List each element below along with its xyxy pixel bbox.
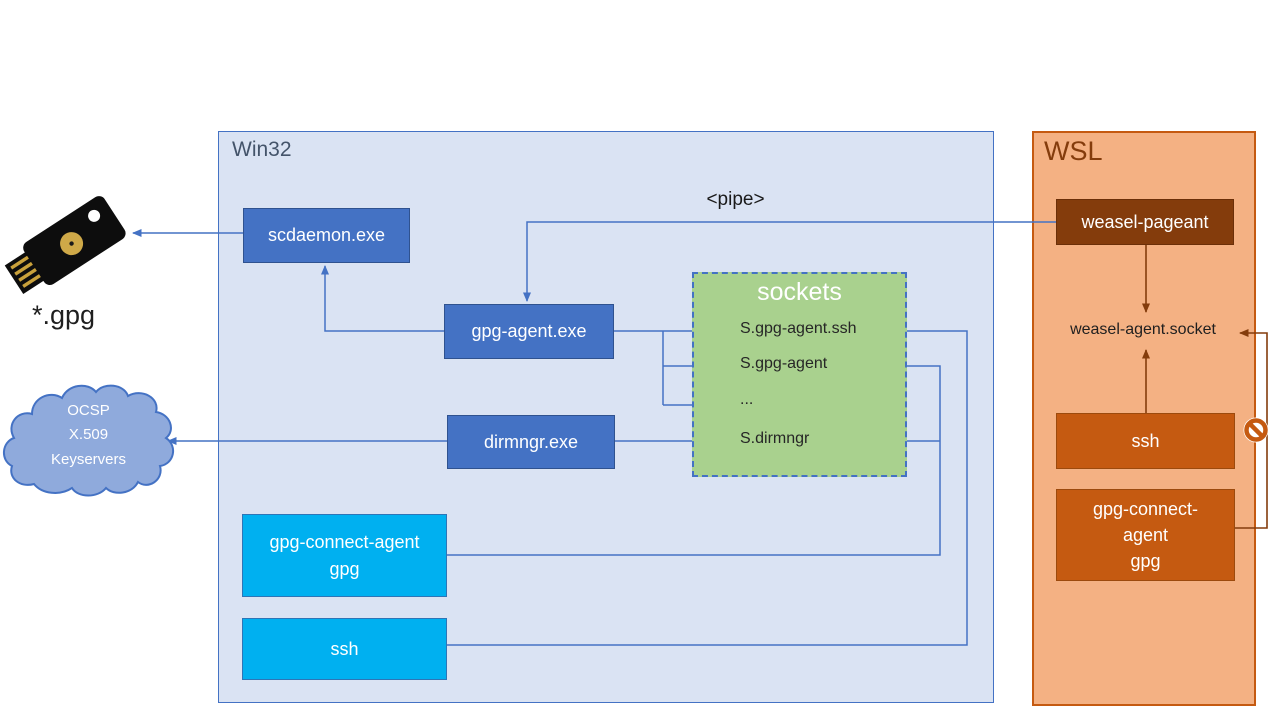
win32-gpg-connect-agent-label: gpg-connect-agent gpg (269, 529, 419, 581)
gpg-agent-label: gpg-agent.exe (471, 321, 587, 342)
gpg-connect-agent-line2: gpg (329, 558, 360, 579)
sockets-box (692, 272, 907, 477)
wsl-gpg-connect-line2: agent (1122, 524, 1169, 545)
weasel-agent-socket-label: weasel-agent.socket (1070, 321, 1216, 338)
wsl-region-label: WSL (1044, 136, 1103, 166)
gpg-connect-agent-line1: gpg-connect-agent (269, 532, 420, 553)
win32-region-label: Win32 (232, 138, 292, 161)
socket-item-gpg-agent: S.gpg-agent (740, 355, 828, 372)
win32-ssh-label: ssh (330, 638, 359, 659)
weasel-pageant-label: weasel-pageant (1081, 211, 1209, 232)
wsl-gpg-connect-agent-box: gpg-connect- agent gpg (1056, 489, 1235, 581)
cloud-line-ocsp: OCSP (67, 402, 110, 419)
socket-item-ellipsis: ... (740, 391, 754, 408)
scdaemon-box: scdaemon.exe (243, 208, 410, 263)
win32-gpg-connect-agent-box: gpg-connect-agent gpg (242, 514, 447, 597)
sockets-title: sockets (757, 278, 842, 306)
wsl-ssh-box: ssh (1056, 413, 1235, 469)
pipe-label: <pipe> (706, 189, 765, 210)
weasel-pageant-box: weasel-pageant (1056, 199, 1234, 245)
wsl-gpg-connect-agent-label: gpg-connect- agent gpg (1093, 496, 1198, 574)
scdaemon-label: scdaemon.exe (267, 225, 386, 246)
wsl-gpg-connect-line3: gpg (1130, 551, 1161, 572)
socket-item-gpg-agent-ssh: S.gpg-agent.ssh (740, 320, 857, 337)
dirmngr-label: dirmngr.exe (483, 431, 579, 452)
keyserver-cloud-label: OCSP X.509 Keyservers (16, 399, 161, 472)
wsl-gpg-connect-line1: gpg-connect- (1092, 498, 1199, 519)
cloud-line-x509: X.509 (68, 426, 109, 444)
gpg-files-label: *.gpg (32, 300, 96, 330)
socket-item-dirmngr: S.dirmngr (740, 430, 810, 447)
gpg-agent-box: gpg-agent.exe (444, 304, 614, 359)
yubikey-icon (4, 196, 126, 295)
keyserver-cloud-icon (3, 384, 175, 497)
wsl-ssh-label: ssh (1131, 430, 1160, 451)
dirmngr-box: dirmngr.exe (447, 415, 615, 469)
cloud-line-keyservers: Keyservers (50, 450, 127, 468)
win32-ssh-box: ssh (242, 618, 447, 680)
